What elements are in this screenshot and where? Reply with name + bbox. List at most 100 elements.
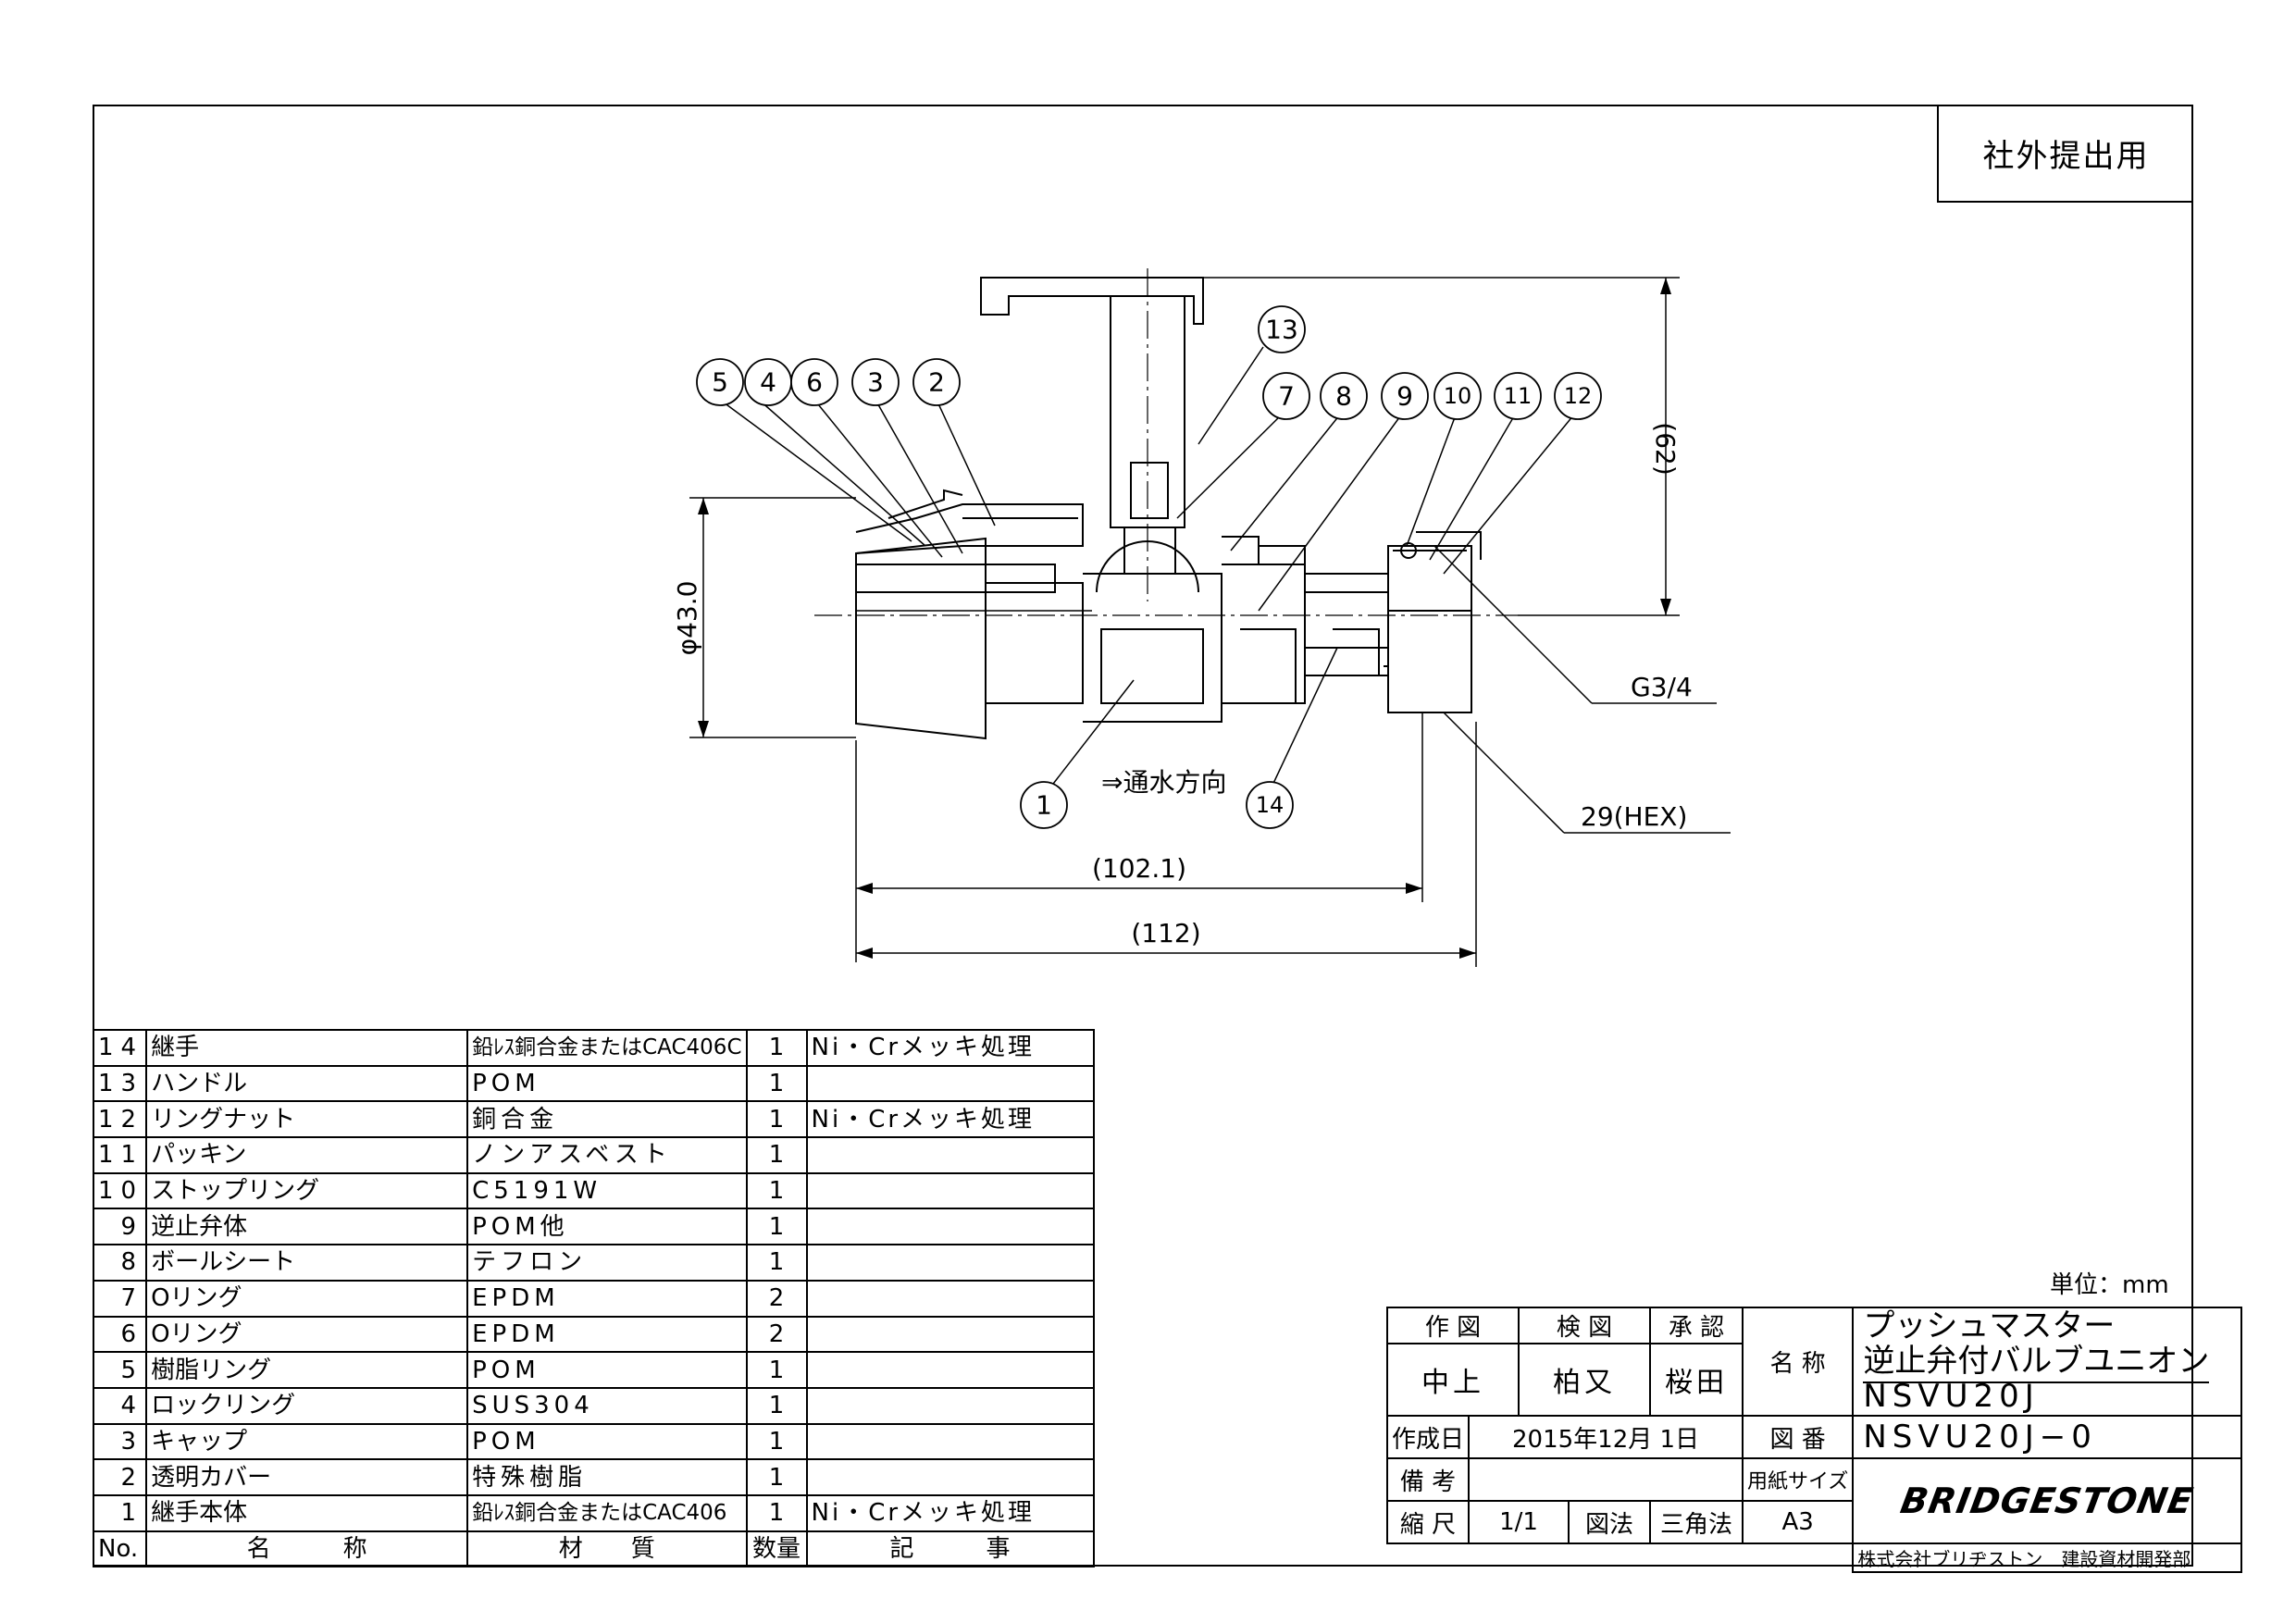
drawing-no-label: 図 番	[1742, 1415, 1855, 1459]
drawn-by: 中上	[1385, 1343, 1520, 1417]
part-qty: 1	[745, 1136, 808, 1174]
part-material: SUS304	[466, 1386, 748, 1425]
part-name: 逆止弁体	[145, 1208, 469, 1246]
part-name: リングナット	[145, 1100, 469, 1139]
balloon-label-6: 6	[806, 367, 823, 398]
part-qty: 1	[745, 1208, 808, 1246]
balloon-5	[696, 358, 744, 406]
part-no: 6	[92, 1315, 148, 1354]
ring-nut	[1387, 545, 1472, 713]
part-qty: 1	[745, 1422, 808, 1461]
part-no: 5	[92, 1351, 148, 1389]
part-no: 4	[92, 1386, 148, 1425]
balloon-3	[851, 358, 900, 406]
part-qty: 1	[745, 1386, 808, 1425]
part-no: 12	[92, 1100, 148, 1139]
paper-size: A3	[1742, 1500, 1855, 1544]
balloon-9	[1381, 372, 1429, 420]
part-material: EPDM	[466, 1315, 748, 1354]
balloon-1	[1020, 781, 1068, 829]
dim-height: (62)	[1650, 422, 1681, 475]
drawn-label: 作 図	[1385, 1307, 1520, 1344]
balloon-label-5: 5	[712, 367, 728, 398]
title-line-3: NSVU20J	[1863, 1378, 2040, 1415]
checked-label: 検 図	[1518, 1307, 1652, 1344]
balloon-7	[1262, 372, 1310, 420]
part-material: 特殊樹脂	[466, 1458, 748, 1496]
cap	[855, 503, 1084, 554]
balloon-label-4: 4	[760, 367, 776, 398]
checked-by: 柏又	[1518, 1343, 1652, 1417]
part-material: POM	[466, 1064, 748, 1103]
title-line-1: プッシュマスター	[1863, 1307, 2116, 1344]
balloon-label-3: 3	[867, 367, 884, 398]
dim-length-total: (112)	[1131, 918, 1200, 948]
part-name: ボールシート	[145, 1244, 469, 1282]
part-no: 11	[92, 1136, 148, 1174]
part-no: 2	[92, 1458, 148, 1496]
title-block: 作 図 検 図 承 認 名 称 プッシュマスター 逆止弁付バルブユニオン NSV…	[1385, 1307, 2250, 1573]
part-no: 10	[92, 1171, 148, 1210]
balloon-label-11: 11	[1504, 383, 1533, 409]
part-note	[805, 1208, 1095, 1246]
balloon-label-8: 8	[1335, 381, 1352, 412]
company-name: 株式会社ブリヂストン 建設資材開発部	[1852, 1542, 2243, 1573]
part-note	[805, 1386, 1095, 1425]
part-material: テフロン	[466, 1244, 748, 1282]
name-label: 名 称	[1742, 1307, 1855, 1417]
handle	[980, 277, 1204, 325]
remarks-label: 備 考	[1385, 1457, 1471, 1502]
product-title: プッシュマスター 逆止弁付バルブユニオン NSVU20J	[1852, 1307, 2243, 1417]
balloon-12	[1554, 372, 1602, 420]
part-name: 継手	[145, 1029, 469, 1067]
part-no: 3	[92, 1422, 148, 1461]
title-line-2: 逆止弁付バルブユニオン	[1863, 1343, 2237, 1383]
part-material: POM	[466, 1422, 748, 1461]
part-name: Oリング	[145, 1279, 469, 1318]
scale-label: 縮 尺	[1385, 1500, 1471, 1544]
part-note	[805, 1315, 1095, 1354]
part-material: 鉛ﾚｽ銅合金またはCAC406	[466, 1493, 748, 1532]
balloon-14	[1246, 781, 1294, 829]
part-qty: 2	[745, 1315, 808, 1354]
part-name: ロックリング	[145, 1386, 469, 1425]
part-note	[805, 1351, 1095, 1389]
part-note	[805, 1171, 1095, 1210]
part-qty: 1	[745, 1029, 808, 1067]
dim-diameter: φ43.0	[672, 581, 702, 656]
remarks	[1468, 1457, 1744, 1502]
part-name: ハンドル	[145, 1064, 469, 1103]
part-qty: 1	[745, 1100, 808, 1139]
bridgestone-logo: BRIDGESTONE	[1845, 1458, 2250, 1543]
part-qty: 1	[745, 1244, 808, 1282]
balloon-11	[1494, 372, 1542, 420]
approved-label: 承 認	[1649, 1307, 1744, 1344]
part-note	[805, 1136, 1095, 1174]
approved-by: 桜田	[1649, 1343, 1744, 1417]
part-name: パッキン	[145, 1136, 469, 1174]
header-no: No.	[92, 1530, 148, 1568]
dim-hex: 29(HEX)	[1581, 801, 1687, 832]
part-name: 樹脂リング	[145, 1351, 469, 1389]
part-qty: 1	[745, 1171, 808, 1210]
balloon-13	[1258, 305, 1306, 353]
header-name: 名 称	[145, 1530, 469, 1568]
part-name: Oリング	[145, 1315, 469, 1354]
socket-body	[855, 537, 987, 740]
paper-size-label: 用紙サイズ	[1742, 1457, 1855, 1502]
part-material: EPDM	[466, 1279, 748, 1318]
part-note: Ni・Crメッキ処理	[805, 1100, 1095, 1139]
